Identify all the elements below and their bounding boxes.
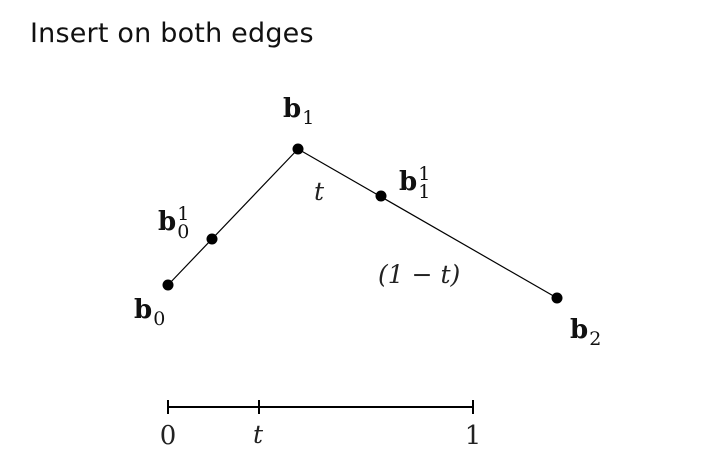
axis-label-t: t (253, 420, 264, 449)
edge-b0-b1 (167, 148, 299, 286)
edge-b1-b2 (297, 148, 558, 299)
point-b1-1 (375, 190, 387, 202)
label-b0: b0 (134, 295, 165, 330)
label-b1: b1 (283, 94, 314, 129)
axis-label-0: 0 (160, 421, 177, 451)
point-b2 (551, 292, 563, 304)
label-b2: b2 (570, 315, 601, 350)
edge-label-one-minus-t: (1 − t) (378, 260, 460, 289)
axis-label-1: 1 (465, 421, 482, 451)
point-b0-1 (206, 233, 218, 245)
point-b0 (162, 279, 174, 291)
edge-label-t: t (314, 177, 325, 206)
slide-title: Insert on both edges (30, 18, 314, 49)
point-b1 (292, 143, 304, 155)
